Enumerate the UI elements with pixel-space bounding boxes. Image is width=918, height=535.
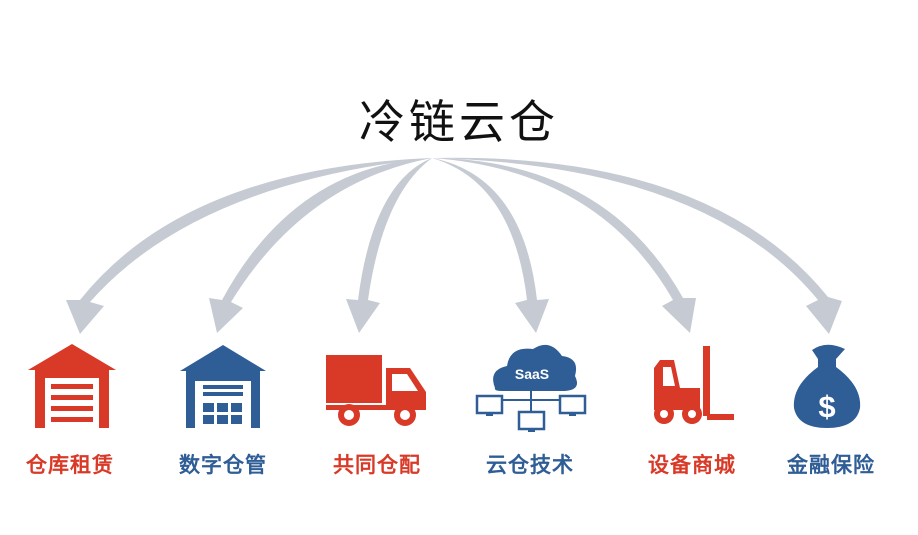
arrow-to-cloud-tech (432, 158, 549, 333)
label-cloud-tech: 云仓技术 (486, 453, 574, 477)
label-shared-delivery: 共同仓配 (333, 453, 421, 477)
saas-cloud-network-icon: SaaS (475, 344, 587, 432)
arrow-to-finance-insurance (432, 157, 842, 334)
arrow-to-shared-delivery (346, 158, 432, 333)
arrow-to-equipment-mall (432, 158, 696, 333)
warehouse-storage-icon (180, 345, 266, 428)
arrow-to-warehouse-rental (66, 158, 432, 334)
arrows (66, 157, 842, 334)
cloud-saas-text: SaaS (515, 366, 549, 382)
label-equipment-mall: 设备商城 (648, 453, 736, 477)
arrow-to-digital-warehouse (209, 158, 432, 333)
label-finance-insurance: 金融保险 (787, 453, 875, 477)
warehouse-shutter-icon (28, 344, 116, 428)
dollar-sign-text: $ (818, 389, 835, 424)
delivery-truck-icon (326, 355, 426, 426)
money-bag-icon: $ (793, 344, 861, 428)
label-digital-warehouse: 数字仓管 (179, 453, 267, 477)
forklift-icon (654, 346, 734, 424)
label-warehouse-rental: 仓库租赁 (26, 453, 114, 477)
diagram-title: 冷链云仓 (359, 95, 559, 149)
